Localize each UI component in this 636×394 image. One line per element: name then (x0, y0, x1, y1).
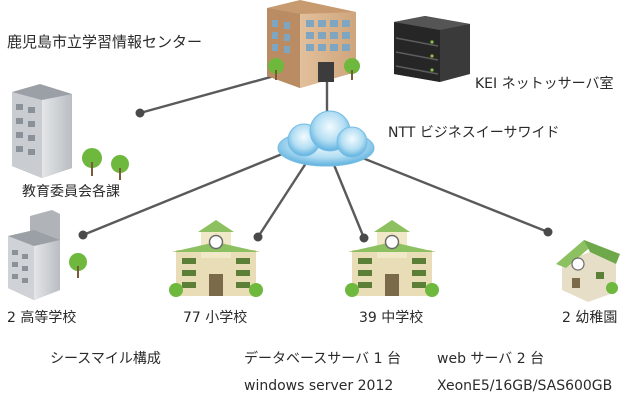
link-education-board (139, 68, 297, 115)
education-board-label: 教育委員会各課 (22, 184, 120, 200)
elementary-school-building-icon (169, 220, 263, 297)
kindergarten-building-icon (556, 240, 620, 302)
dot-education-board (135, 108, 145, 118)
spec-note: XeonE5/16GB/SAS600GB (437, 378, 613, 394)
dot-high-schools (78, 230, 88, 240)
simile-note: シースマイル構成 (50, 351, 161, 367)
dot-kindergartens (543, 227, 553, 237)
server-rack-icon (394, 16, 470, 82)
junior-high-label: 39 中学校 (359, 310, 424, 326)
high-school-building-icon (8, 210, 87, 300)
kindergartens-label: 2 幼稚園 (562, 310, 618, 326)
dot-junior-high (359, 233, 369, 243)
web-server-note: web サーバ 2 台 (437, 351, 545, 367)
junior-high-school-building-icon (345, 220, 439, 297)
education-board-building-icon (12, 84, 129, 180)
link-elementary (256, 159, 310, 238)
server-room-label: KEI ネットッサーバ室 (475, 76, 614, 92)
link-high-schools (82, 148, 293, 237)
link-kindergartens (349, 151, 549, 234)
os-note: windows server 2012 (244, 378, 394, 394)
cloud-icon (277, 110, 375, 167)
cloud-label: NTT ビジネスイーサワイド (388, 125, 560, 141)
db-server-note: データベースサーバ 1 台 (244, 351, 401, 367)
high-schools-label: 2 高等学校 (7, 310, 77, 326)
link-junior-high (330, 159, 366, 239)
dot-elementary (253, 232, 263, 242)
connection-dots (78, 108, 553, 243)
connection-lines (82, 68, 549, 239)
center-building-icon (267, 0, 360, 88)
center-label: 鹿児島市立学習情報センター (7, 33, 203, 51)
elementary-label: 77 小学校 (183, 310, 248, 326)
